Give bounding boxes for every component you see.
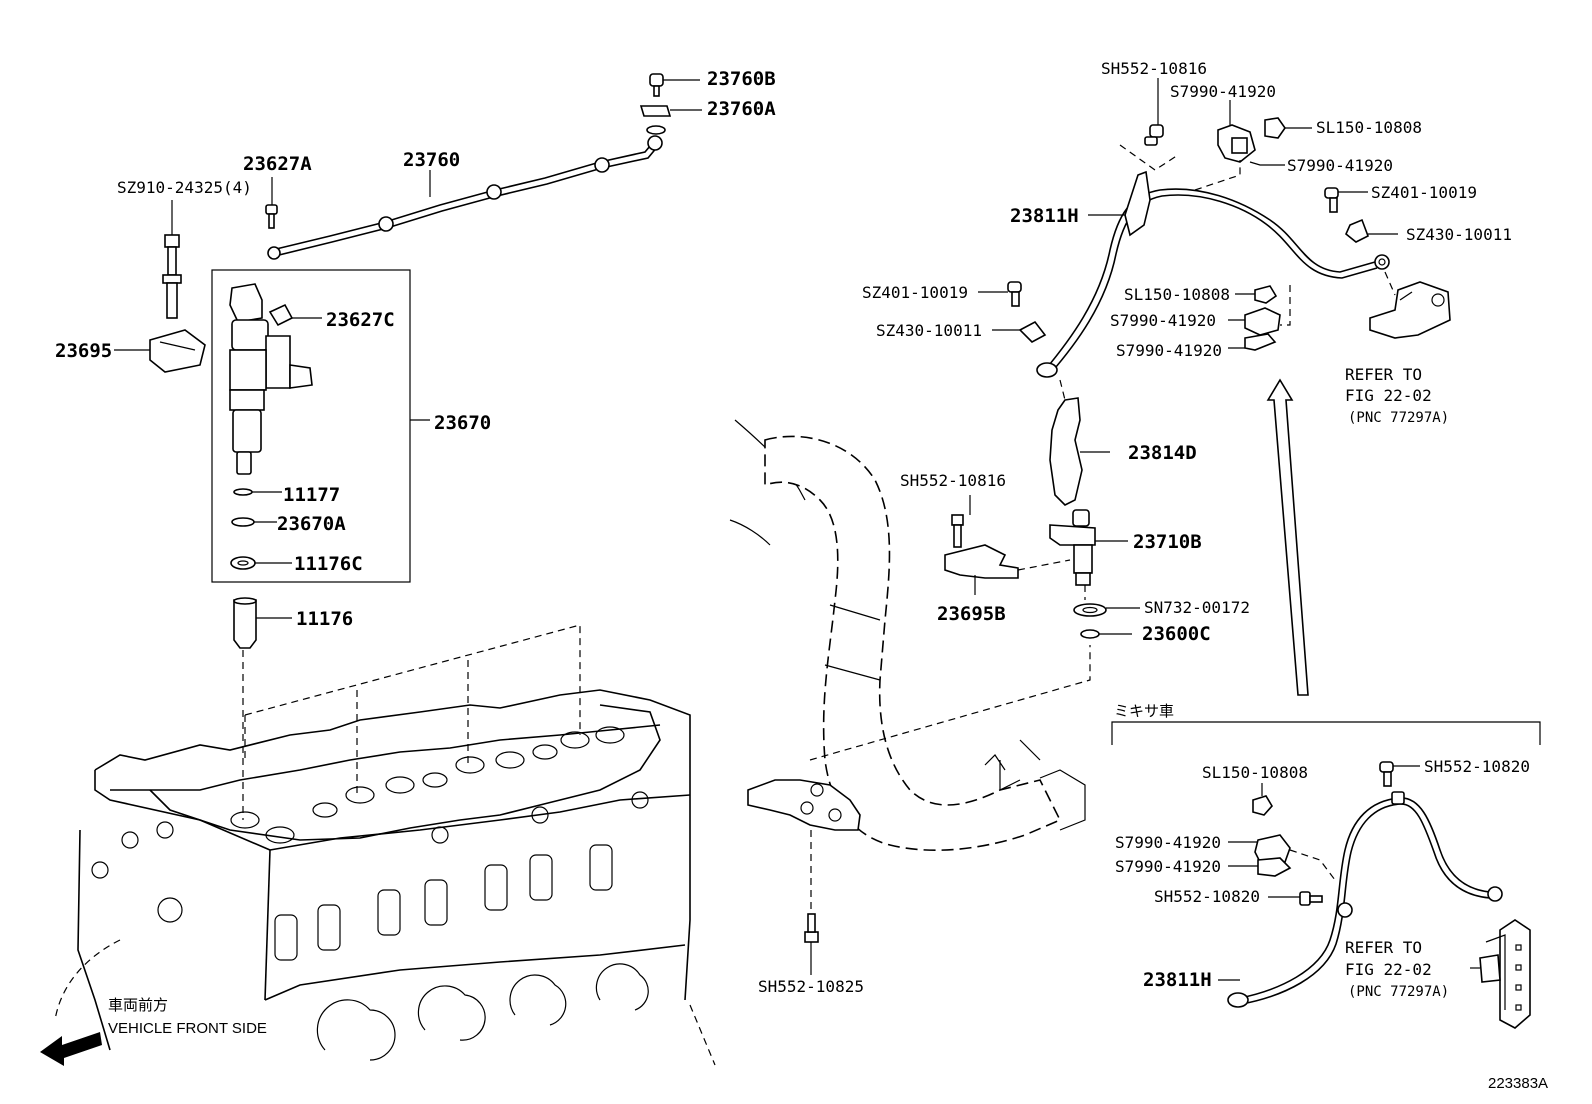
- label-23760: 23760: [403, 149, 460, 171]
- label-SH552-10825: SH552-10825: [758, 977, 864, 996]
- label-S7990-41920-mid-b: S7990-41920: [1116, 341, 1222, 360]
- label-pnc-77297A-2: (PNC 77297A): [1348, 984, 1449, 1000]
- label-11177: 11177: [283, 484, 340, 506]
- label-SZ401-10019-left: SZ401-10019: [862, 283, 968, 302]
- label-S7990-41920-low-a: S7990-41920: [1115, 833, 1221, 852]
- label-S7990-41920-top-b: S7990-41920: [1287, 156, 1393, 175]
- label-vehicle-front-jp: 車両前方: [108, 997, 168, 1014]
- label-SH552-10816-mid: SH552-10816: [900, 471, 1006, 490]
- label-SZ401-10019-right: SZ401-10019: [1371, 183, 1477, 202]
- label-SZ430-10011-left: SZ430-10011: [876, 321, 982, 340]
- label-23627C: 23627C: [326, 309, 395, 331]
- label-23600C: 23600C: [1142, 623, 1211, 645]
- label-refer-to-2: REFER TO: [1345, 938, 1422, 957]
- label-SH552-10820-a: SH552-10820: [1424, 757, 1530, 776]
- mixer-truck-section: [1111, 721, 1541, 1029]
- label-23670A: 23670A: [277, 513, 346, 535]
- cylinder-head-illustration: [54, 624, 716, 1066]
- label-23760A: 23760A: [707, 98, 776, 120]
- label-23811H-low: 23811H: [1143, 969, 1212, 991]
- label-SL150-10808-top: SL150-10808: [1316, 118, 1422, 137]
- label-23670: 23670: [434, 412, 491, 434]
- label-23760B: 23760B: [707, 68, 776, 90]
- label-23695B: 23695B: [937, 603, 1006, 625]
- label-figure-id: 223383A: [1488, 1075, 1548, 1092]
- label-fig-22-02-2: FIG 22-02: [1345, 960, 1432, 979]
- label-SZ430-10011-right: SZ430-10011: [1406, 225, 1512, 244]
- label-23695: 23695: [55, 340, 112, 362]
- hose-illustration: [729, 419, 1091, 975]
- label-SZ910-24325: SZ910-24325(4): [117, 178, 252, 197]
- label-23811H-top: 23811H: [1010, 205, 1079, 227]
- label-23814D: 23814D: [1128, 442, 1197, 464]
- injector-assembly-box: [211, 269, 411, 583]
- label-23710B: 23710B: [1133, 531, 1202, 553]
- label-pnc-77297A-1: (PNC 77297A): [1348, 410, 1449, 426]
- vehicle-front-arrow: [40, 1032, 102, 1066]
- label-refer-to-1: REFER TO: [1345, 365, 1422, 384]
- sensor-group: [944, 379, 1140, 639]
- label-S7990-41920-low-b: S7990-41920: [1115, 857, 1221, 876]
- label-SH552-10816-top: SH552-10816: [1101, 59, 1207, 78]
- label-SH552-10820-b: SH552-10820: [1154, 887, 1260, 906]
- label-SL150-10808-mid: SL150-10808: [1124, 285, 1230, 304]
- label-11176: 11176: [296, 608, 353, 630]
- label-23627A: 23627A: [243, 153, 312, 175]
- label-SN732-00172: SN732-00172: [1144, 598, 1250, 617]
- label-vehicle-front-side: VEHICLE FRONT SIDE: [108, 1020, 267, 1037]
- wire-harness-top: [978, 78, 1451, 696]
- label-S7990-41920-top-a: S7990-41920: [1170, 82, 1276, 101]
- injector-group: [114, 73, 702, 649]
- label-SL150-10808-low: SL150-10808: [1202, 763, 1308, 782]
- part-labels: 23760B 23760A 23760 23627A SZ910-24325(4…: [55, 59, 1548, 1092]
- label-mixer-truck: ミキサ車: [1114, 703, 1174, 720]
- label-fig-22-02-1: FIG 22-02: [1345, 386, 1432, 405]
- label-11176C: 11176C: [294, 553, 363, 575]
- label-S7990-41920-mid-a: S7990-41920: [1110, 311, 1216, 330]
